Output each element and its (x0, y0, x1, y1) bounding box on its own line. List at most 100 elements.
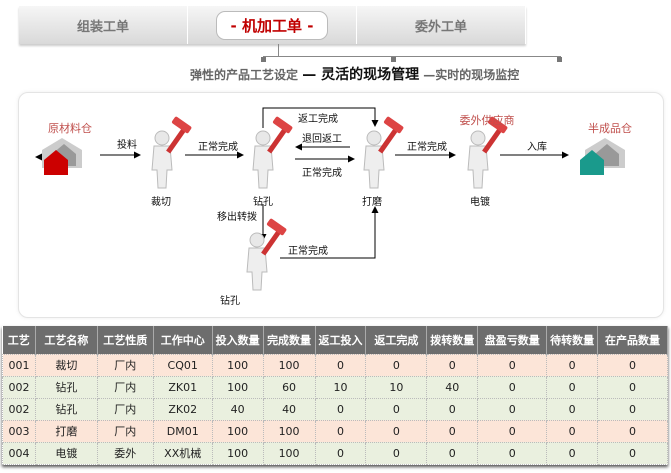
table-cell: 0 (546, 353, 599, 377)
table-cell: DM01 (152, 419, 213, 443)
subtitle: 弹性的产品工艺设定 — 灵活的现场管理 —实时的现场监控 (190, 64, 519, 84)
tab-machining-order[interactable]: - 机加工单 - (188, 6, 357, 44)
table-cell: 厂内 (96, 353, 154, 377)
column-header: 拨转数量 (426, 326, 479, 354)
done-label: 正常完成 (288, 246, 328, 257)
table-cell: 0 (597, 397, 668, 421)
drill-label: 钻孔 (253, 197, 273, 208)
table-cell: 0 (426, 419, 479, 443)
tab-label: 委外工单 (414, 19, 467, 35)
table-cell: 100 (211, 419, 264, 443)
raw-store-label: 原材料仓 (48, 122, 92, 135)
table-cell: 0 (365, 441, 428, 465)
process-table: 工艺工艺名称工艺性质工作中心投入数量完成数量返工投入返工完成拨转数量盘盈亏数量待… (2, 326, 668, 465)
table-cell: 100 (211, 353, 264, 377)
worker-drill2-icon (246, 217, 288, 291)
rework-done-label: 返工完成 (298, 114, 338, 125)
column-header: 工作中心 (153, 326, 213, 354)
column-header: 工艺 (2, 326, 36, 354)
table-cell: 002 (2, 375, 36, 399)
table-cell: 委外 (96, 441, 154, 465)
tab-assembly-order[interactable]: 组装工单 (19, 6, 188, 44)
subtitle-right: —实时的现场监控 (423, 68, 520, 82)
column-header: 返工完成 (365, 326, 428, 354)
table-cell: 0 (546, 419, 599, 443)
tree-node (261, 57, 266, 62)
table-cell: 100 (211, 441, 264, 465)
column-header: 在产品数量 (597, 326, 668, 354)
done-label: 正常完成 (302, 168, 342, 179)
table-cell: 0 (314, 353, 367, 377)
table-cell: 10 (314, 375, 367, 399)
cut-label: 裁切 (151, 197, 171, 208)
table-cell: XX机械 (152, 441, 213, 465)
table-cell: 0 (477, 419, 548, 443)
plating-label: 电镀 (470, 197, 490, 208)
drill2-label: 钻孔 (220, 296, 240, 307)
table-cell: 电镀 (34, 441, 98, 465)
table-cell: 钻孔 (34, 375, 98, 399)
grind-label: 打磨 (362, 197, 382, 208)
table-cell: 0 (597, 375, 668, 399)
column-header: 盘盈亏数量 (477, 326, 548, 354)
table-cell: 0 (477, 397, 548, 421)
process-diagram-panel (18, 92, 664, 318)
table-cell: 0 (314, 397, 367, 421)
table-cell: 0 (426, 397, 479, 421)
column-header: 返工投入 (315, 326, 367, 354)
table-cell: 40 (262, 397, 316, 421)
supplier-label: 委外供应商 (459, 114, 515, 127)
subtitle-center: — 灵活的现场管理 (302, 67, 420, 83)
table-cell: 002 (2, 397, 36, 421)
semi-finished-warehouse-icon (580, 138, 625, 175)
table-cell: CQ01 (152, 353, 213, 377)
table-cell: 0 (597, 353, 668, 377)
tab-label: - 机加工单 - (215, 10, 329, 40)
tab-outsourcing-order[interactable]: 委外工单 (357, 6, 526, 44)
column-header: 投入数量 (212, 326, 264, 354)
table-cell: 钻孔 (34, 397, 98, 421)
done-label: 正常完成 (407, 142, 447, 153)
table-cell: 0 (597, 441, 668, 465)
subtitle-left: 弹性的产品工艺设定 (190, 68, 299, 82)
table-cell: 0 (314, 441, 367, 465)
table-cell: 0 (314, 419, 367, 443)
table-cell: 0 (546, 375, 599, 399)
raw-material-warehouse-icon (42, 138, 82, 175)
tree-line (278, 44, 279, 56)
column-header: 待转数量 (546, 326, 599, 354)
table-header: 工艺工艺名称工艺性质工作中心投入数量完成数量返工投入返工完成拨转数量盘盈亏数量待… (2, 326, 668, 354)
semi-store-label: 半成品仓 (588, 122, 632, 135)
worker-cut-icon (151, 115, 193, 189)
table-cell: 40 (426, 375, 479, 399)
tree-line (263, 56, 561, 57)
table-cell: 0 (426, 441, 479, 465)
table-cell: 100 (262, 441, 316, 465)
table-cell: 0 (365, 397, 428, 421)
table-cell: 0 (477, 375, 548, 399)
work-order-tabs: 组装工单 - 机加工单 - 委外工单 (19, 6, 526, 44)
table-cell: 004 (2, 441, 36, 465)
tree-node (391, 57, 396, 62)
worker-grind-icon (363, 115, 405, 189)
table-cell: 0 (597, 419, 668, 443)
table-cell: 0 (365, 353, 428, 377)
table-cell: 厂内 (96, 419, 154, 443)
table-cell: 0 (546, 441, 599, 465)
table-cell: ZK01 (152, 375, 213, 399)
tab-label: 组装工单 (76, 19, 129, 35)
table-cell: 打磨 (34, 419, 98, 443)
column-header: 工艺名称 (35, 326, 98, 354)
tree-node (557, 57, 562, 62)
column-header: 工艺性质 (97, 326, 154, 354)
transfer-out-label: 移出转拨 (217, 212, 257, 223)
table-cell: 厂内 (96, 375, 154, 399)
table-cell: 0 (426, 353, 479, 377)
table-cell: 100 (211, 375, 264, 399)
store-in-label: 入库 (527, 142, 547, 153)
